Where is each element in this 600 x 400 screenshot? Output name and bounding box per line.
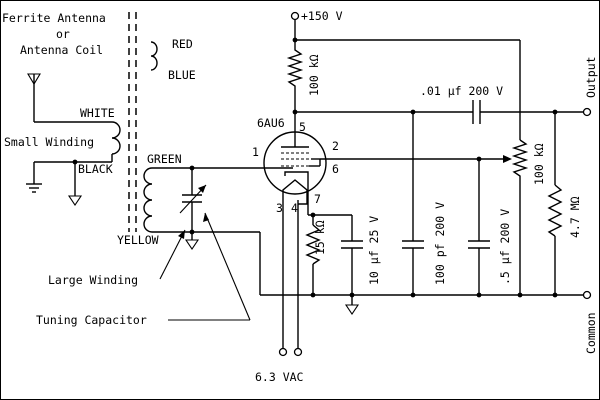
antenna-icon xyxy=(27,73,41,122)
capacitor-0p5uf xyxy=(468,159,490,295)
plate-resistor-label: 100 kΩ xyxy=(307,54,321,96)
small-winding xyxy=(33,121,121,196)
coupling-capacitor xyxy=(472,100,585,124)
tuning-capacitor-label: Tuning Capacitor xyxy=(36,313,147,327)
earth-ground-icon xyxy=(26,183,42,193)
cathode-resistor-label: 15 kΩ xyxy=(313,220,327,255)
common-label: Common xyxy=(584,312,598,354)
blue-label: BLUE xyxy=(168,68,196,82)
large-winding-label: Large Winding xyxy=(48,273,138,287)
b-plus-supply xyxy=(290,11,521,140)
green-label: GREEN xyxy=(147,152,182,166)
callout-leaders xyxy=(159,212,251,321)
ferrite-label-1: Ferrite Antenna xyxy=(2,11,106,25)
heater-terminal-2[interactable] xyxy=(293,347,303,357)
cap-100pf-label: 100 pf 200 V xyxy=(433,202,447,285)
tube-6au6 xyxy=(263,112,327,200)
chassis-ground-icon xyxy=(67,195,83,206)
pot-label: 100 kΩ xyxy=(532,143,546,185)
bypass-cap-label: 10 µf 25 V xyxy=(367,216,381,285)
red-blue-coil xyxy=(150,41,158,71)
pin-7-label: 7 xyxy=(314,192,321,206)
black-label: BLACK xyxy=(78,162,113,176)
pin-4-label: 4 xyxy=(291,201,298,215)
pin-5-label: 5 xyxy=(299,120,306,134)
output-label: Output xyxy=(584,56,598,98)
ferrite-core xyxy=(128,12,137,232)
pin-2-label: 2 xyxy=(332,139,339,153)
heater-terminal-1[interactable] xyxy=(278,347,288,357)
coupling-cap-label: .01 µf 200 V xyxy=(420,84,503,98)
heater-label: 6.3 VAC xyxy=(255,370,304,384)
heater-leads xyxy=(282,200,308,349)
small-winding-label: Small Winding xyxy=(4,135,94,149)
red-label: RED xyxy=(172,37,193,51)
ferrite-label-2: Antenna Coil xyxy=(20,43,103,57)
pin-1-label: 1 xyxy=(252,145,259,159)
tuning-capacitor xyxy=(179,168,207,250)
pin-6-label: 6 xyxy=(332,162,339,176)
yellow-label: YELLOW xyxy=(117,233,159,247)
load-resistor-label: 4.7 MΩ xyxy=(568,196,582,238)
common-bus xyxy=(259,232,584,298)
common-terminal[interactable] xyxy=(582,290,592,300)
capacitor-100pf xyxy=(402,112,424,295)
output-terminal[interactable] xyxy=(582,107,592,117)
large-winding xyxy=(143,165,260,235)
b-plus-label: +150 V xyxy=(301,9,343,23)
ferrite-label-or: or xyxy=(56,27,70,41)
cap-05uf-label: .5 µf 200 V xyxy=(498,209,512,285)
potentiometer xyxy=(511,139,529,180)
screen-feed xyxy=(319,155,512,166)
white-label: WHITE xyxy=(80,106,115,120)
pin-3-label: 3 xyxy=(276,201,283,215)
tube-label: 6AU6 xyxy=(257,116,285,130)
load-resistor xyxy=(547,112,563,295)
